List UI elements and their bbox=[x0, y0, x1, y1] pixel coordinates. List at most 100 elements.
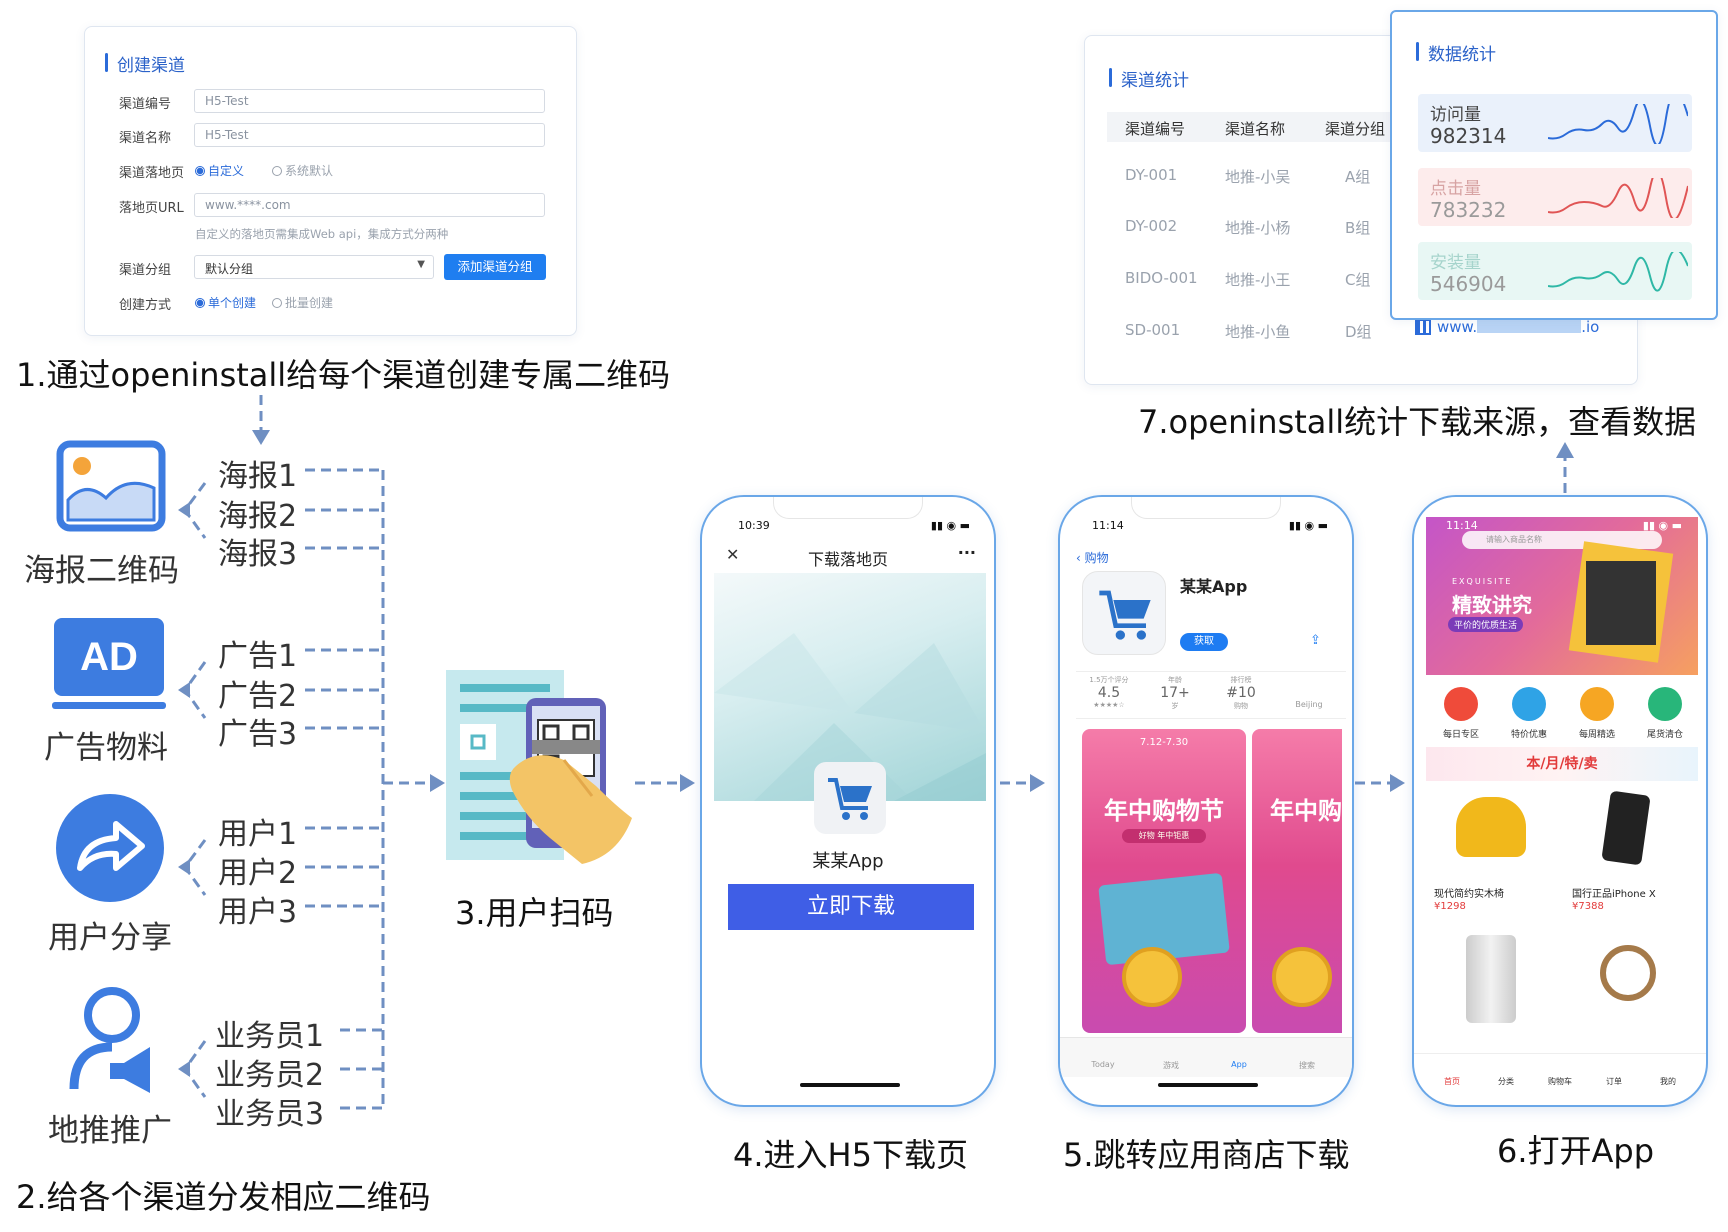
app-tab-bar: 首页 分类 购物车 订单 我的 bbox=[1414, 1053, 1706, 1093]
channel-id-input[interactable]: H5-Test bbox=[194, 89, 545, 113]
step-3-caption: 3.用户扫码 bbox=[455, 894, 614, 932]
suitcase-image bbox=[1466, 935, 1516, 1023]
product-card[interactable]: 国行正品iPhone X ¥7388 bbox=[1564, 789, 1698, 919]
store-screenshot-2: 年中购物节 bbox=[1252, 729, 1342, 1033]
table-cell: B组 bbox=[1345, 219, 1371, 237]
category-row: 每日专区 特价优惠 每周精选 尾货清仓 bbox=[1426, 677, 1698, 747]
more-icon[interactable]: ··· bbox=[957, 543, 976, 562]
table-cell: 地推-小鱼 bbox=[1225, 323, 1291, 341]
installs-stat: 安装量 546904 bbox=[1418, 242, 1692, 300]
scan-illustration bbox=[446, 668, 666, 868]
category-label: 尾货清仓 bbox=[1646, 730, 1683, 740]
user-share-label: 用户分享 bbox=[48, 920, 172, 956]
step-7-caption: 7.openinstall统计下载来源，查看数据 bbox=[1138, 403, 1697, 441]
ad-item-1: 广告1 bbox=[218, 639, 298, 674]
table-cell: DY-001 bbox=[1125, 166, 1178, 184]
app-logo-icon bbox=[814, 762, 886, 834]
weekly-pick-icon[interactable] bbox=[1580, 687, 1614, 721]
ad-item-2: 广告2 bbox=[218, 679, 298, 714]
chevron-down-icon: ▼ bbox=[417, 259, 425, 270]
poster-image-icon bbox=[56, 440, 166, 532]
step-1-caption: 1.通过openinstall给每个渠道创建专属二维码 bbox=[16, 356, 671, 394]
channel-id-label: 渠道编号 bbox=[119, 97, 172, 112]
user-item-1: 用户1 bbox=[218, 817, 298, 852]
create-channel-title: 创建渠道 bbox=[105, 51, 185, 76]
user-item-3: 用户3 bbox=[218, 895, 298, 930]
batch-create-radio[interactable]: 批量创建 bbox=[272, 294, 333, 311]
tab-games[interactable]: 游戏 bbox=[1163, 1061, 1179, 1070]
download-now-button[interactable]: 立即下载 bbox=[728, 884, 974, 930]
store-app-name: 某某App bbox=[1180, 577, 1248, 596]
store-tab-bar: Today 游戏 App 搜索 bbox=[1060, 1037, 1352, 1077]
channel-url[interactable]: www..io bbox=[1437, 318, 1600, 336]
create-channel-panel: 创建渠道 渠道编号 H5-Test 渠道名称 H5-Test 渠道落地页 自定义… bbox=[84, 26, 577, 336]
tab-today[interactable]: Today bbox=[1091, 1060, 1115, 1069]
status-icons: ▮▮ ◉ ▬ bbox=[930, 519, 970, 532]
col-channel-name: 渠道名称 bbox=[1225, 120, 1286, 138]
store-screenshot-1: 7.12-7.30 年中购物节 好物 年中钜惠 bbox=[1082, 729, 1246, 1033]
add-channel-group-button[interactable]: 添加渠道分组 bbox=[444, 254, 546, 280]
tab-search[interactable]: 搜索 bbox=[1299, 1061, 1315, 1070]
data-stats-panel: 数据统计 访问量 982314 点击量 783232 安装量 546904 bbox=[1390, 10, 1718, 320]
ad-item-3: 广告3 bbox=[218, 717, 298, 752]
share-icon[interactable]: ⇪ bbox=[1310, 633, 1321, 648]
tab-home[interactable]: 首页 bbox=[1444, 1077, 1460, 1086]
tab-me[interactable]: 我的 bbox=[1660, 1077, 1676, 1086]
col-channel-id: 渠道编号 bbox=[1125, 120, 1186, 138]
ground-promotion-label: 地推推广 bbox=[48, 1113, 172, 1149]
h5-status-time: 10:39 bbox=[738, 519, 770, 532]
clearance-icon[interactable] bbox=[1648, 687, 1682, 721]
poster-item-3: 海报3 bbox=[218, 537, 298, 572]
tab-cart[interactable]: 购物车 bbox=[1548, 1077, 1572, 1086]
store-status-time: 11:14 bbox=[1092, 519, 1124, 532]
landing-custom-radio[interactable]: 自定义 bbox=[195, 162, 244, 179]
armchair-image bbox=[1456, 797, 1526, 857]
channel-name-input[interactable]: H5-Test bbox=[194, 123, 545, 147]
promoter-megaphone-icon bbox=[66, 985, 166, 1095]
landing-url-hint: 自定义的落地页需集成Web api，集成方式分两种 bbox=[195, 227, 449, 241]
watch-image bbox=[1600, 945, 1656, 1001]
col-channel-group: 渠道分组 bbox=[1325, 120, 1386, 138]
table-cell: BIDO-001 bbox=[1125, 269, 1198, 287]
channel-name-label: 渠道名称 bbox=[119, 131, 172, 146]
poster-item-1: 海报1 bbox=[218, 459, 298, 494]
clicks-sparkline bbox=[1548, 178, 1688, 218]
app-banner: 请输入商品名称 EXQUISITE 精致讲究 平价的优质生活 bbox=[1426, 517, 1698, 675]
create-method-label: 创建方式 bbox=[119, 298, 172, 313]
table-cell: 地推-小杨 bbox=[1225, 219, 1291, 237]
h5-page-title: 下载落地页 bbox=[807, 550, 888, 569]
chevron-left-icon: ‹ bbox=[1076, 551, 1085, 565]
step-5-caption: 5.跳转应用商店下载 bbox=[1063, 1136, 1350, 1174]
channel-group-select[interactable]: 默认分组 ▼ bbox=[194, 255, 434, 279]
status-icons: ▮▮ ◉ ▬ bbox=[1642, 519, 1682, 532]
get-button[interactable]: 获取 bbox=[1180, 633, 1228, 651]
table-cell: SD-001 bbox=[1125, 321, 1181, 339]
app-status-time: 11:14 bbox=[1446, 519, 1478, 532]
h5-app-name: 某某App bbox=[812, 851, 884, 872]
tab-app[interactable]: App bbox=[1231, 1060, 1247, 1069]
product-card[interactable]: 现代简约实木椅 ¥1298 bbox=[1426, 789, 1560, 919]
redacted-block bbox=[1477, 320, 1582, 333]
tab-orders[interactable]: 订单 bbox=[1606, 1077, 1622, 1086]
close-icon[interactable]: ✕ bbox=[726, 545, 740, 564]
store-back-link[interactable]: ‹ 购物 bbox=[1076, 551, 1109, 565]
landing-page-label: 渠道落地页 bbox=[119, 166, 185, 181]
table-cell: 地推-小吴 bbox=[1225, 168, 1291, 186]
app-search-input[interactable]: 请输入商品名称 bbox=[1462, 531, 1662, 549]
home-indicator bbox=[1158, 1083, 1258, 1087]
single-create-radio[interactable]: 单个创建 bbox=[195, 294, 256, 311]
step-4-caption: 4.进入H5下载页 bbox=[733, 1136, 968, 1174]
discount-icon[interactable] bbox=[1512, 687, 1546, 721]
daily-zone-icon[interactable] bbox=[1444, 687, 1478, 721]
step-6-caption: 6.打开App bbox=[1497, 1132, 1655, 1170]
landing-url-input[interactable]: www.****.com bbox=[194, 193, 545, 217]
store-app-icon bbox=[1082, 571, 1166, 655]
landing-default-radio[interactable]: 系统默认 bbox=[272, 162, 333, 179]
visits-stat: 访问量 982314 bbox=[1418, 94, 1692, 152]
table-cell: DY-002 bbox=[1125, 217, 1178, 235]
landing-url-label: 落地页URL bbox=[119, 201, 184, 216]
iphone-image bbox=[1601, 790, 1651, 866]
tab-category[interactable]: 分类 bbox=[1498, 1077, 1514, 1086]
